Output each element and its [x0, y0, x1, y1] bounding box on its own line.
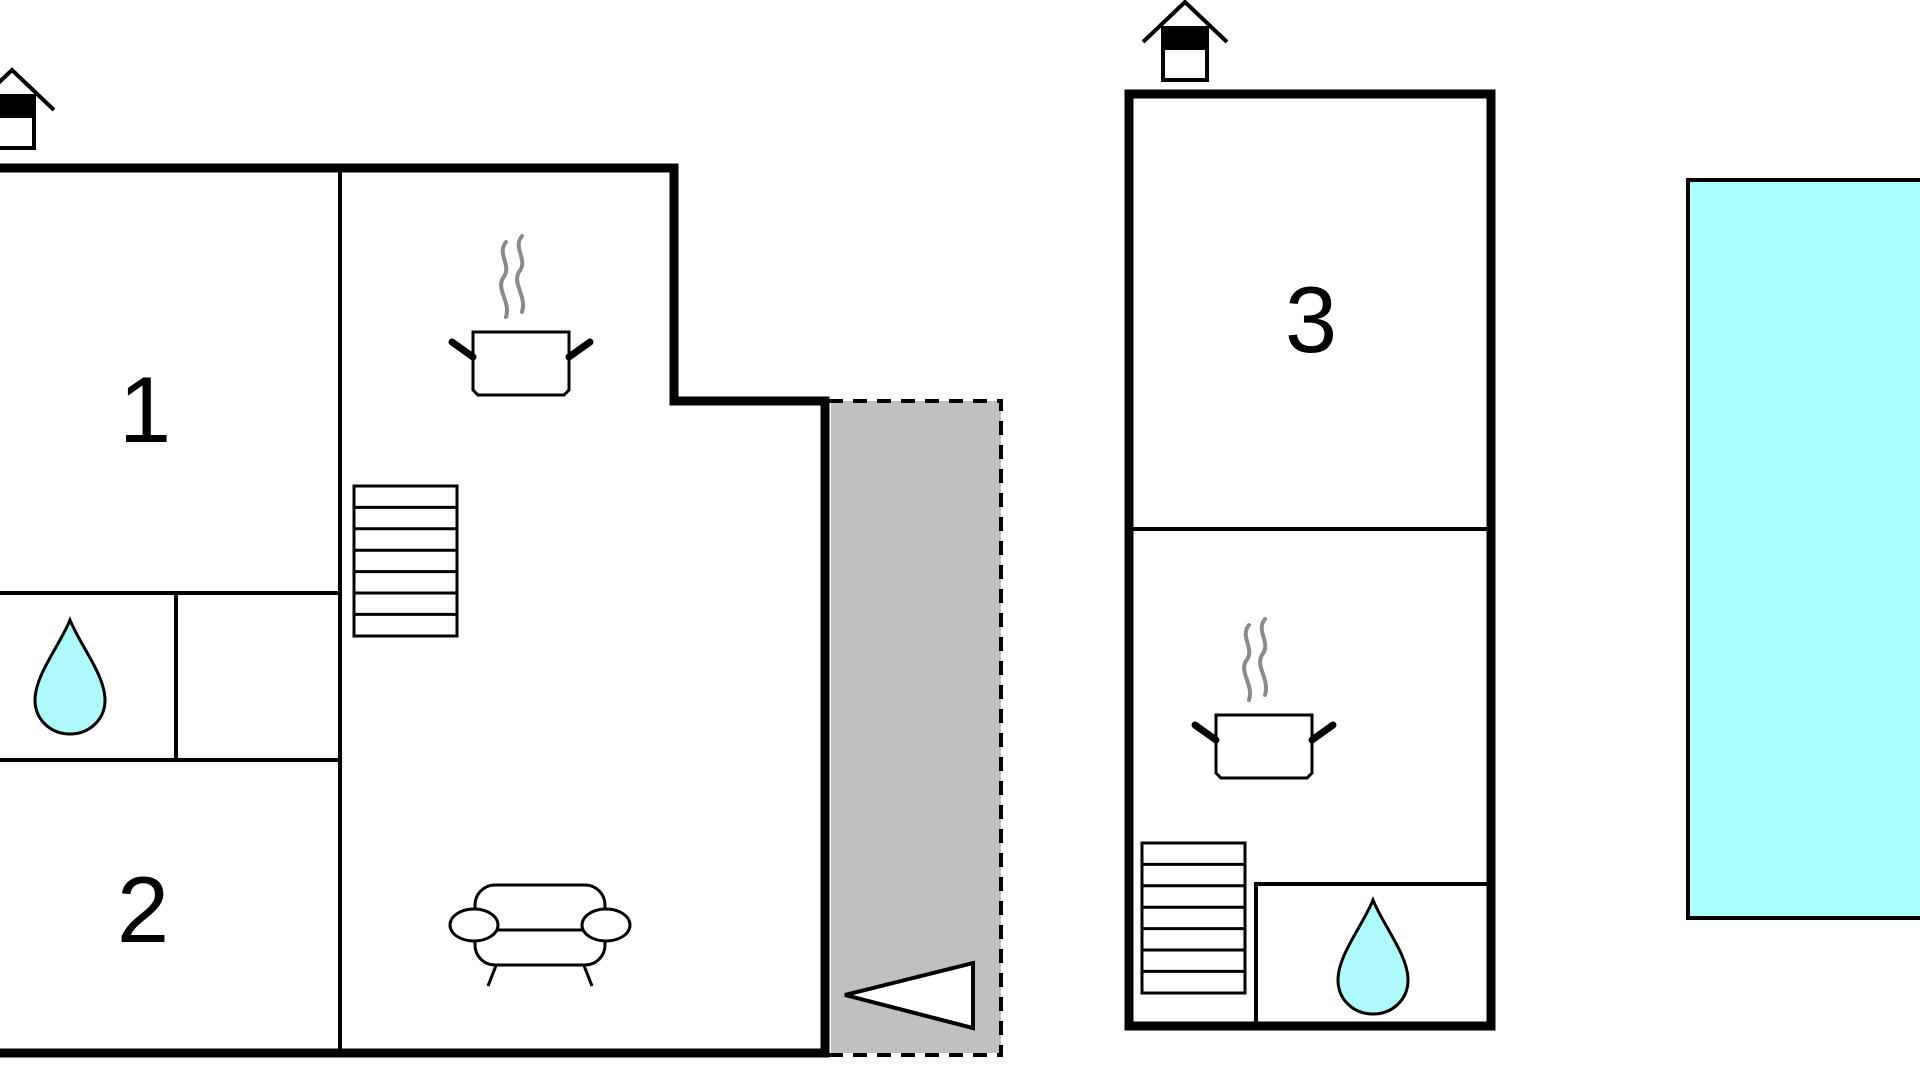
stairs-icon [1140, 841, 1247, 995]
terrace-area [831, 401, 1001, 1053]
terrace-dashed-border [829, 399, 1003, 1057]
outer-wall-upper [1124, 89, 1496, 1031]
room-label-1: 1 [119, 357, 171, 462]
stairs-icon [352, 484, 459, 638]
room-label-2: 2 [117, 857, 169, 962]
house-icon [1141, 0, 1229, 82]
water-drop-icon [1336, 898, 1410, 1016]
water-drop-icon [33, 618, 107, 736]
pool-area [1686, 178, 1920, 920]
ground-floor: 1 2 [0, 68, 1003, 1058]
room-label-3: 3 [1285, 267, 1337, 372]
sofa-icon [448, 883, 632, 987]
triangle-icon [844, 960, 975, 1031]
house-icon [0, 68, 56, 150]
upper-floor: 3 [1124, 0, 1496, 1031]
cooking-pot-icon [1195, 619, 1333, 778]
cooking-pot-icon [452, 236, 590, 395]
outer-wall [0, 163, 830, 1058]
